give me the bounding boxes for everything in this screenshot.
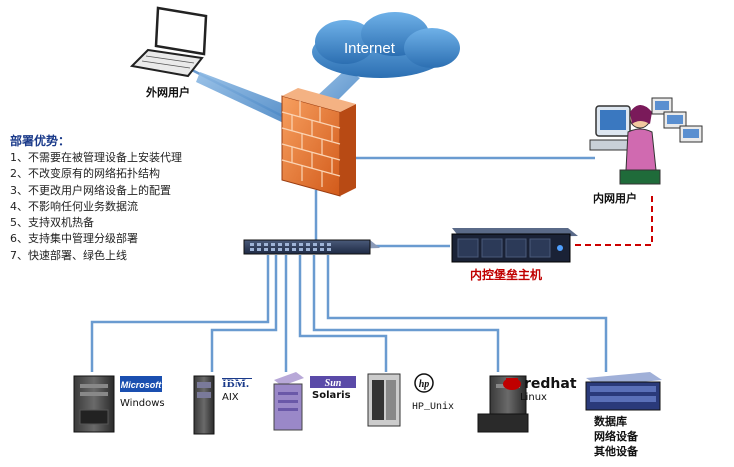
advantage-item: 5、支持双机热备 <box>10 216 94 230</box>
aix-label: AIX <box>222 392 239 403</box>
switch-icon <box>243 239 380 255</box>
other-devices-icon <box>585 372 662 411</box>
internet-label: Internet <box>344 40 395 57</box>
beam-arrow-external <box>196 72 300 126</box>
advantages-list: 1、不需要在被管理设备上安装代理 2、不改变原有的网络拓扑结构 3、不更改用户网… <box>10 150 182 264</box>
advantage-item: 7、快速部署、绿色上线 <box>10 248 127 262</box>
hp-logo: hp <box>414 373 434 393</box>
redhat-brand-label: redhat <box>524 376 577 392</box>
bastion-host-icon <box>451 228 578 263</box>
advantage-item: 3、不更改用户网络设备上的配置 <box>10 183 171 197</box>
redhat-logo <box>503 378 521 390</box>
svg-text:hp: hp <box>419 379 430 390</box>
other-device-item: 其他设备 <box>594 445 638 458</box>
bastion-host-label: 内控堡垒主机 <box>470 268 543 282</box>
laptop-icon <box>129 6 208 78</box>
microsoft-logo <box>120 376 162 392</box>
windows-label: Windows <box>120 398 165 409</box>
other-device-item: 数据库 <box>594 415 627 428</box>
advantage-item: 2、不改变原有的网络拓扑结构 <box>10 167 160 181</box>
aix-server-icon <box>193 375 215 435</box>
linux-label: Linux <box>520 392 547 403</box>
connection-lines <box>90 66 608 372</box>
svg-text:IBM.: IBM. <box>222 376 249 390</box>
firewall-icon <box>281 88 356 197</box>
advantage-item: 1、不需要在被管理设备上安装代理 <box>10 151 182 164</box>
internet-cloud <box>312 12 460 78</box>
solaris-server-icon <box>273 372 304 431</box>
dashed-link <box>575 192 653 246</box>
internal-user-label: 内网用户 <box>593 192 637 205</box>
sun-logo <box>310 376 356 388</box>
other-devices-label: 数据库 网络设备 其他设备 <box>594 414 638 459</box>
svg-text:Microsoft: Microsoft <box>121 380 163 390</box>
hp-unix-label: HP_Unix <box>412 402 455 413</box>
windows-server-icon <box>73 375 115 433</box>
external-user-label: 外网用户 <box>146 86 190 99</box>
hp-server-icon <box>367 373 401 427</box>
ibm-logo: IBM. <box>222 376 252 390</box>
other-device-item: 网络设备 <box>594 430 638 443</box>
solaris-label: Solaris <box>312 390 351 401</box>
advantage-item: 4、不影响任何业务数据流 <box>10 199 138 213</box>
advantage-item: 6、支持集中管理分级部署 <box>10 232 138 246</box>
internal-user-icon <box>589 97 703 185</box>
advantages-title: 部署优势： <box>10 134 71 148</box>
svg-text:Sun: Sun <box>325 378 342 389</box>
